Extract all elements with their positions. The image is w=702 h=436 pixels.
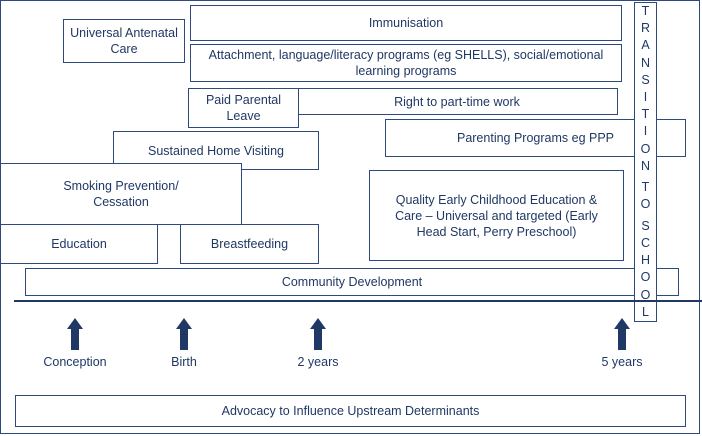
five-years-arrow-icon — [614, 318, 630, 350]
box-universal-antenatal-care-label: Universal Antenatal Care — [70, 26, 178, 56]
transition-letter: A — [641, 38, 650, 53]
milestone-birth: Birth — [171, 355, 197, 369]
transition-letter: O — [640, 197, 651, 212]
box-quality-early-childhood-label: Quality Early Childhood Education & Care… — [395, 192, 598, 239]
box-immunisation: Immunisation — [190, 5, 622, 41]
box-advocacy: Advocacy to Influence Upstream Determina… — [15, 395, 686, 427]
two-years-arrow-icon — [310, 318, 326, 350]
timeline-axis — [14, 300, 702, 302]
transition-letter: C — [640, 236, 651, 251]
box-community-development-label: Community Development — [281, 275, 423, 289]
transition-letter: L — [642, 304, 649, 319]
box-right-to-part-time-work-label: Right to part-time work — [394, 94, 520, 109]
box-paid-parental-leave-label: Paid Parental Leave — [205, 93, 282, 123]
box-right-to-part-time-work: Right to part-time work — [296, 88, 618, 115]
transition-letter: I — [643, 89, 648, 104]
transition-letter: O — [640, 287, 651, 302]
box-education-label: Education — [51, 237, 107, 251]
milestone-two-years: 2 years — [297, 355, 339, 369]
box-community-development: Community Development — [25, 268, 679, 296]
box-attachment-programs-label: Attachment, language/literacy programs (… — [208, 48, 604, 78]
box-paid-parental-leave: Paid Parental Leave — [188, 88, 299, 128]
transition-letter: S — [641, 218, 650, 233]
transition-letter: H — [640, 253, 651, 268]
transition-letter: S — [641, 72, 650, 87]
box-education: Education — [0, 224, 158, 264]
conception-arrow-icon — [67, 318, 83, 350]
box-quality-early-childhood: Quality Early Childhood Education & Care… — [369, 170, 624, 261]
box-immunisation-label: Immunisation — [368, 16, 444, 30]
box-sustained-home-visiting-label: Sustained Home Visiting — [148, 143, 284, 158]
transition-letter: N — [640, 55, 651, 70]
box-parenting-programs-label: Parenting Programs eg PPP — [456, 131, 615, 145]
transition-letter: R — [640, 21, 651, 36]
box-smoking-prevention-label: Smoking Prevention/ Cessation — [63, 179, 179, 209]
transition-letter: T — [641, 180, 650, 195]
transition-to-school-bar: T R A N S I T I O N T O S C H O O L — [634, 2, 657, 322]
box-attachment-programs: Attachment, language/literacy programs (… — [190, 44, 622, 82]
box-smoking-prevention: Smoking Prevention/ Cessation — [0, 163, 242, 225]
milestone-five-years: 5 years — [601, 355, 643, 369]
box-universal-antenatal-care: Universal Antenatal Care — [63, 19, 185, 63]
birth-arrow-icon — [176, 318, 192, 350]
box-breastfeeding-label: Breastfeeding — [210, 237, 289, 251]
transition-letter: O — [640, 141, 651, 156]
box-advocacy-label: Advocacy to Influence Upstream Determina… — [221, 404, 480, 418]
milestone-conception: Conception — [43, 355, 107, 369]
box-breastfeeding: Breastfeeding — [180, 224, 319, 264]
transition-letter: T — [641, 107, 650, 122]
transition-letter: T — [641, 4, 650, 18]
transition-letter: N — [640, 158, 651, 173]
transition-letter: O — [640, 270, 651, 285]
transition-letter: I — [643, 124, 648, 139]
